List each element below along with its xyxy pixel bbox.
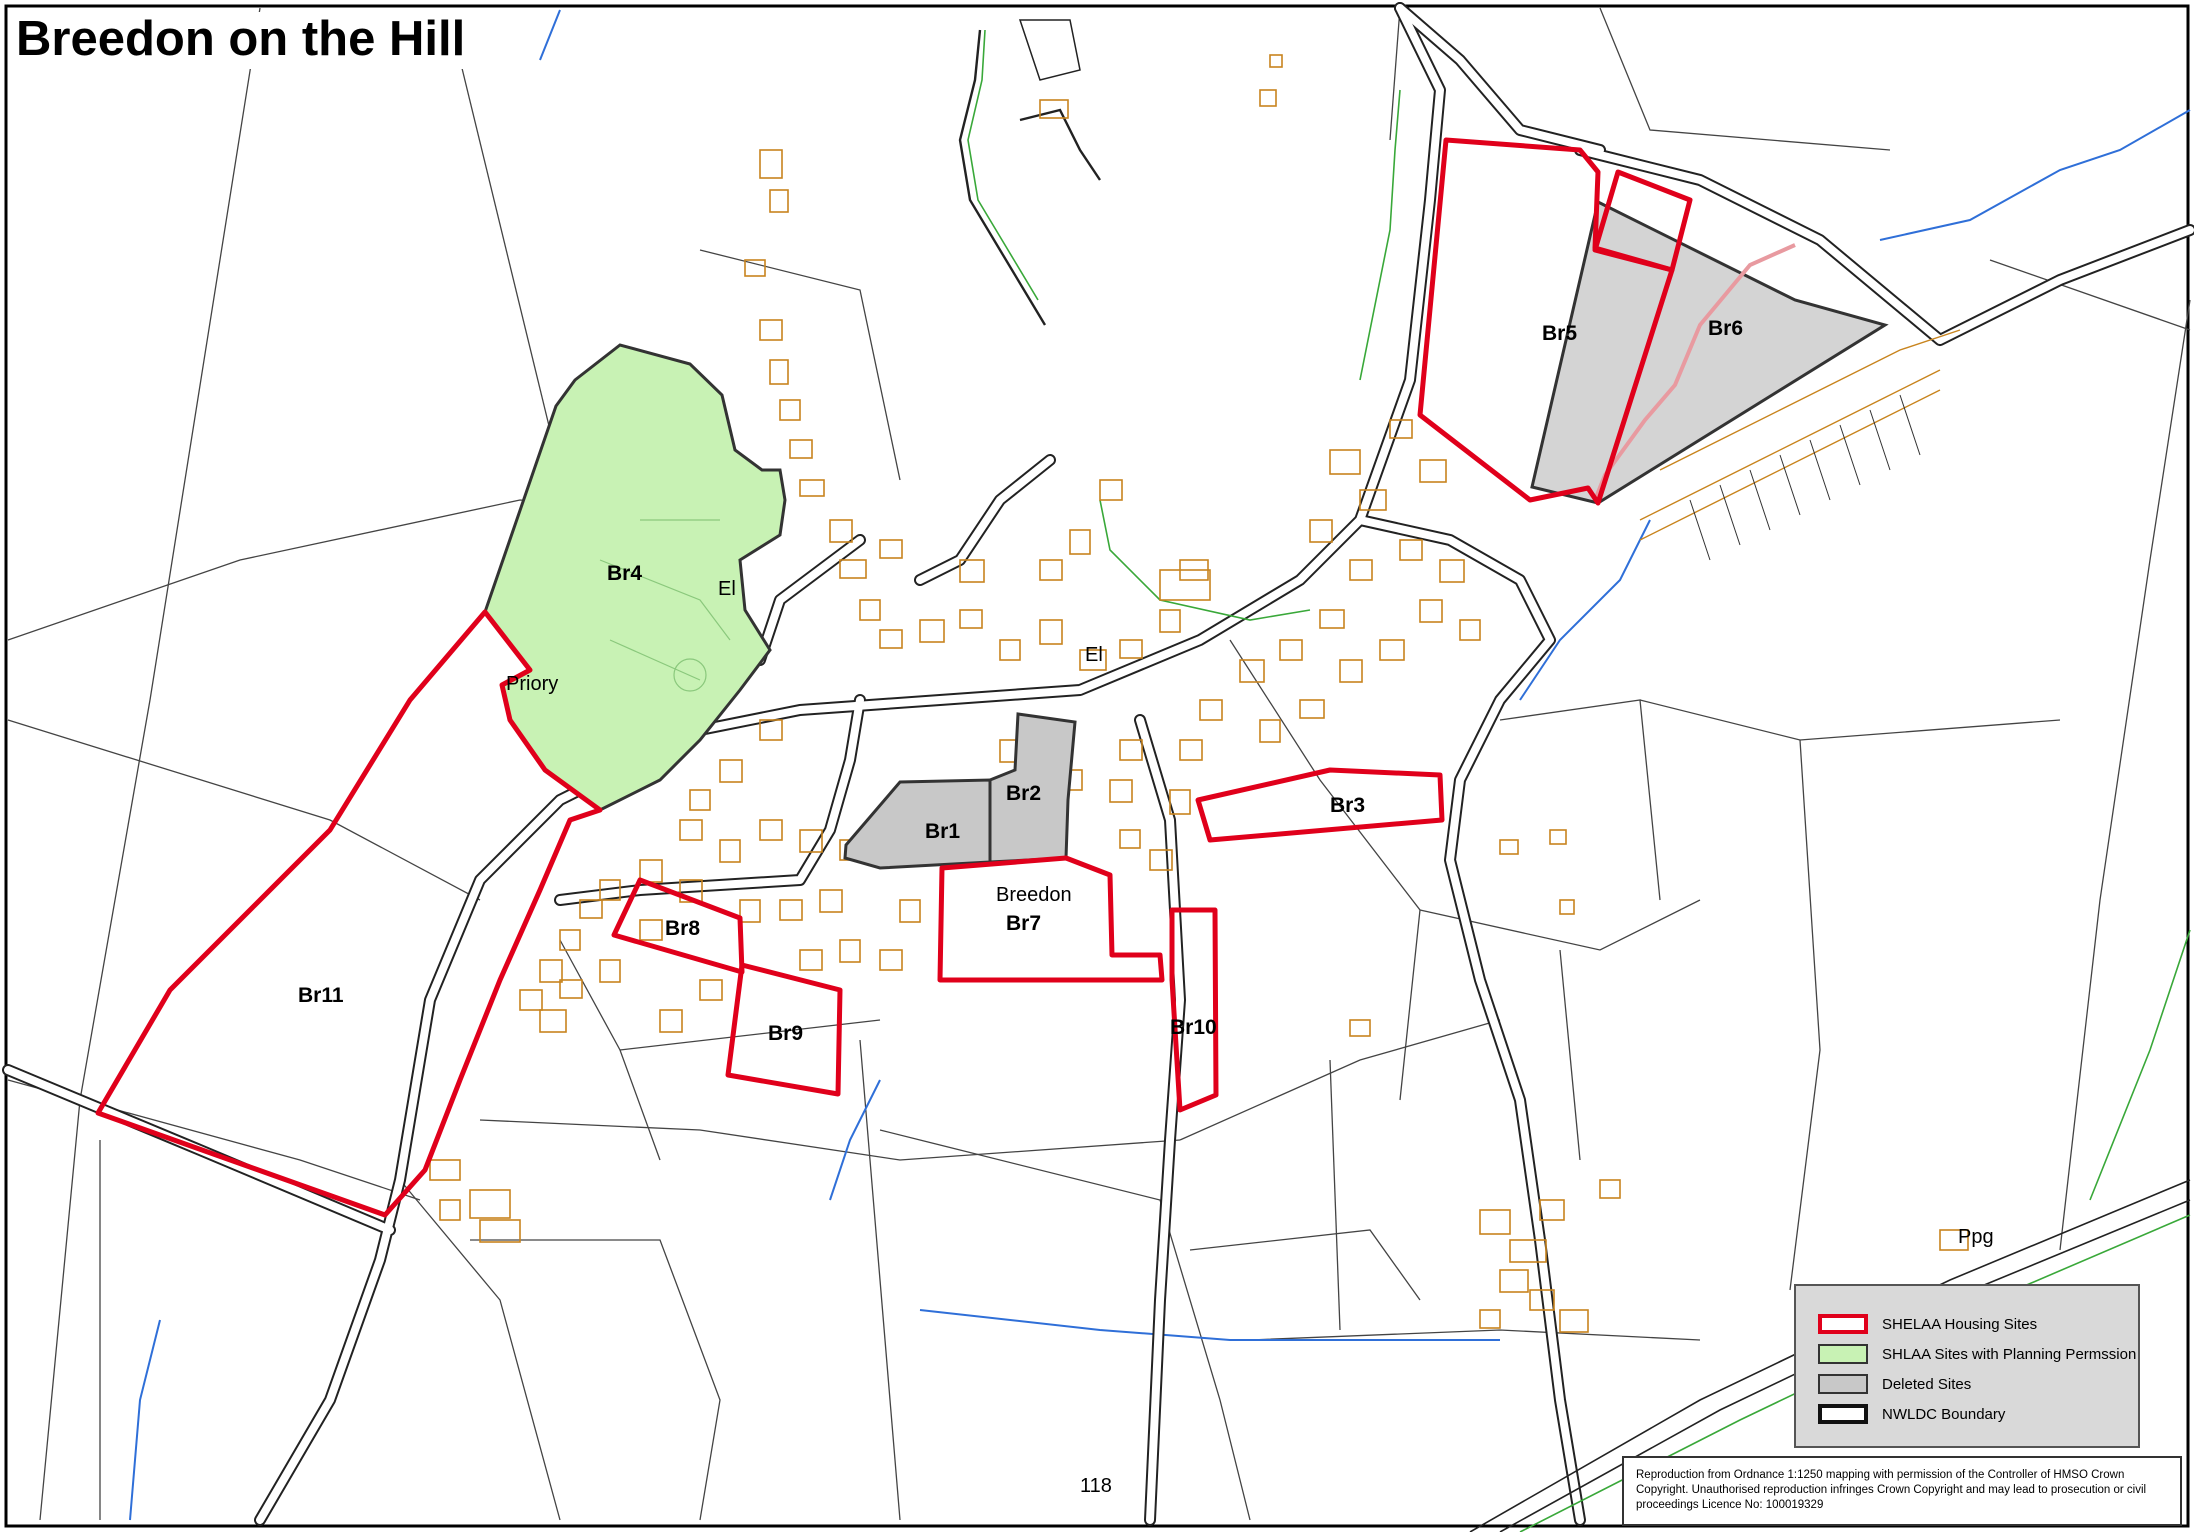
- legend-item-deleted: Deleted Sites: [1818, 1372, 1971, 1396]
- site-label-br10: Br10: [1170, 1016, 1217, 1039]
- site-br5-polygon: [1417, 137, 1675, 506]
- terraced-housing: [1639, 329, 1961, 541]
- place-label-breedon: Breedon: [996, 884, 1072, 906]
- place-label-ppg: Ppg: [1958, 1226, 1994, 1248]
- site-br11-polygon: [95, 609, 603, 1218]
- site-label-br1: Br1: [925, 820, 960, 843]
- legend-swatch-deleted: [1818, 1374, 1868, 1394]
- map-legend: SHELAA Housing Sites SHLAA Sites with Pl…: [1794, 1284, 2140, 1448]
- site-br9-polygon: [725, 962, 843, 1097]
- shelaa-sites: [95, 137, 1693, 1218]
- site-br7-polygon: [937, 855, 1165, 983]
- site-label-br4: Br4: [607, 562, 642, 585]
- page-number: 118: [1080, 1475, 1112, 1497]
- site-br3-polygon: [1195, 767, 1445, 843]
- site-label-br2: Br2: [1006, 782, 1041, 805]
- site-label-br6: Br6: [1708, 317, 1743, 340]
- place-label-el-2: El: [1085, 644, 1103, 666]
- legend-swatch-shelaa: [1818, 1314, 1868, 1334]
- site-label-br8: Br8: [665, 917, 700, 940]
- legend-label: SHLAA Sites with Planning Permssion: [1882, 1345, 2137, 1363]
- legend-label: Deleted Sites: [1882, 1375, 1972, 1393]
- site-label-br9: Br9: [768, 1022, 803, 1045]
- place-label-el-1: El: [718, 578, 736, 600]
- terrace-plot-lines: [1689, 394, 1921, 561]
- legend-label: SHELAA Housing Sites: [1882, 1315, 2038, 1333]
- legend-swatch-nwldc-boundary: [1818, 1404, 1868, 1424]
- site-label-br3: Br3: [1330, 794, 1365, 817]
- legend-swatch-shlaa-permission: [1818, 1344, 1868, 1364]
- site-br10-polygon: [1169, 907, 1219, 1113]
- legend-item-shlaa-permission: SHLAA Sites with Planning Permssion: [1818, 1342, 2136, 1366]
- site-label-br11: Br11: [298, 984, 344, 1007]
- legend-label: NWLDC Boundary: [1882, 1405, 2006, 1423]
- site-br5-inner-plot: [1592, 169, 1693, 273]
- site-label-br5: Br5: [1542, 322, 1577, 345]
- copyright-notice: Reproduction from Ordnance 1:1250 mappin…: [1622, 1456, 2182, 1526]
- place-label-priory: Priory: [506, 673, 558, 695]
- site-br4-detail: [599, 519, 731, 692]
- legend-item-nwldc-boundary: NWLDC Boundary: [1818, 1402, 2005, 1426]
- map-title: Breedon on the Hill: [14, 12, 474, 70]
- streams: [129, 9, 2191, 1521]
- site-label-br7: Br7: [1006, 912, 1041, 935]
- legend-item-shelaa: SHELAA Housing Sites: [1818, 1312, 2037, 1336]
